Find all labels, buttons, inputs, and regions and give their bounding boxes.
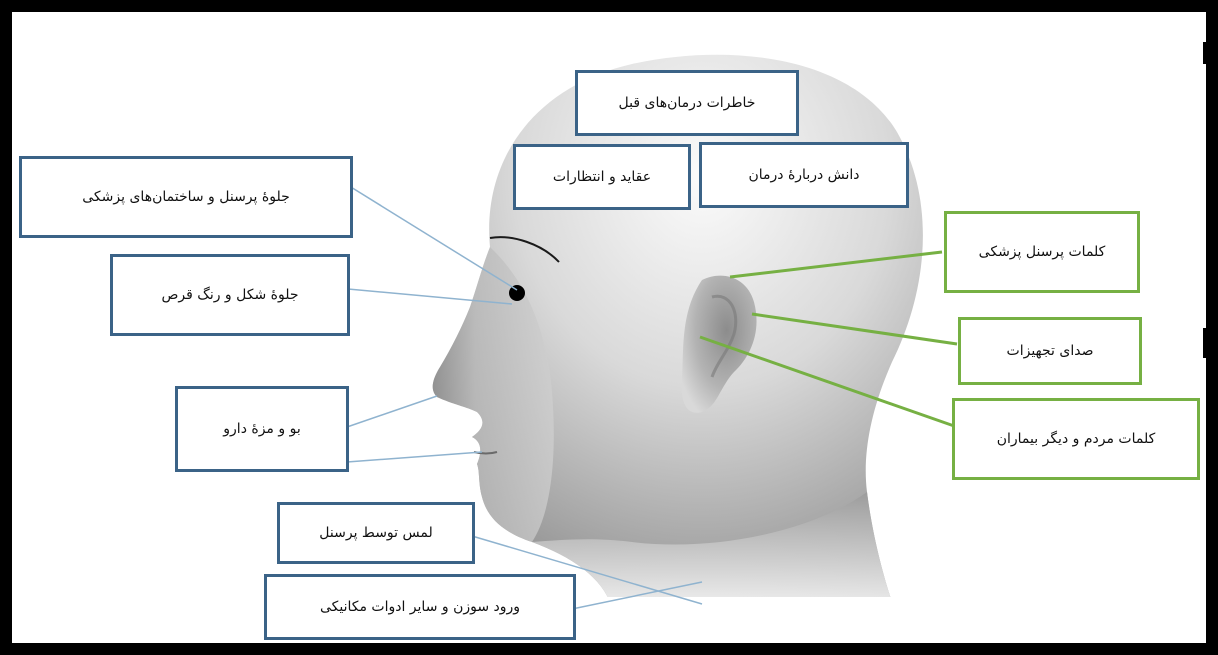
label-pill-shape-color: جلوهٔ شکل و رنگ قرص: [110, 254, 350, 336]
label-treatment-knowledge: دانش دربارهٔ درمان: [699, 142, 909, 208]
edge-mark-mid: [1203, 328, 1206, 358]
label-medical-staff-words: کلمات پرسنل پزشکی: [944, 211, 1140, 293]
connector-smell-taste: [347, 396, 437, 427]
label-beliefs-expectations: عقاید و انتظارات: [513, 144, 691, 210]
label-equipment-sound: صدای تجهیزات: [958, 317, 1142, 385]
label-needle-instruments: ورود سوزن و سایر ادوات مکانیکی: [264, 574, 576, 640]
label-people-patients-words: کلمات مردم و دیگر بیماران: [952, 398, 1200, 480]
label-staff-buildings-appearance: جلوهٔ پرسنل و ساختمان‌های پزشکی: [19, 156, 353, 238]
label-prior-treatment-memories: خاطرات درمان‌های قبل: [575, 70, 799, 136]
diagram-frame: خاطرات درمان‌های قبل عقاید و انتظارات دا…: [12, 12, 1206, 643]
connector-taste-mouth: [347, 452, 482, 462]
edge-mark-top: [1203, 42, 1206, 64]
label-drug-smell-taste: بو و مزهٔ دارو: [175, 386, 349, 472]
label-staff-touch: لمس توسط پرسنل: [277, 502, 475, 564]
